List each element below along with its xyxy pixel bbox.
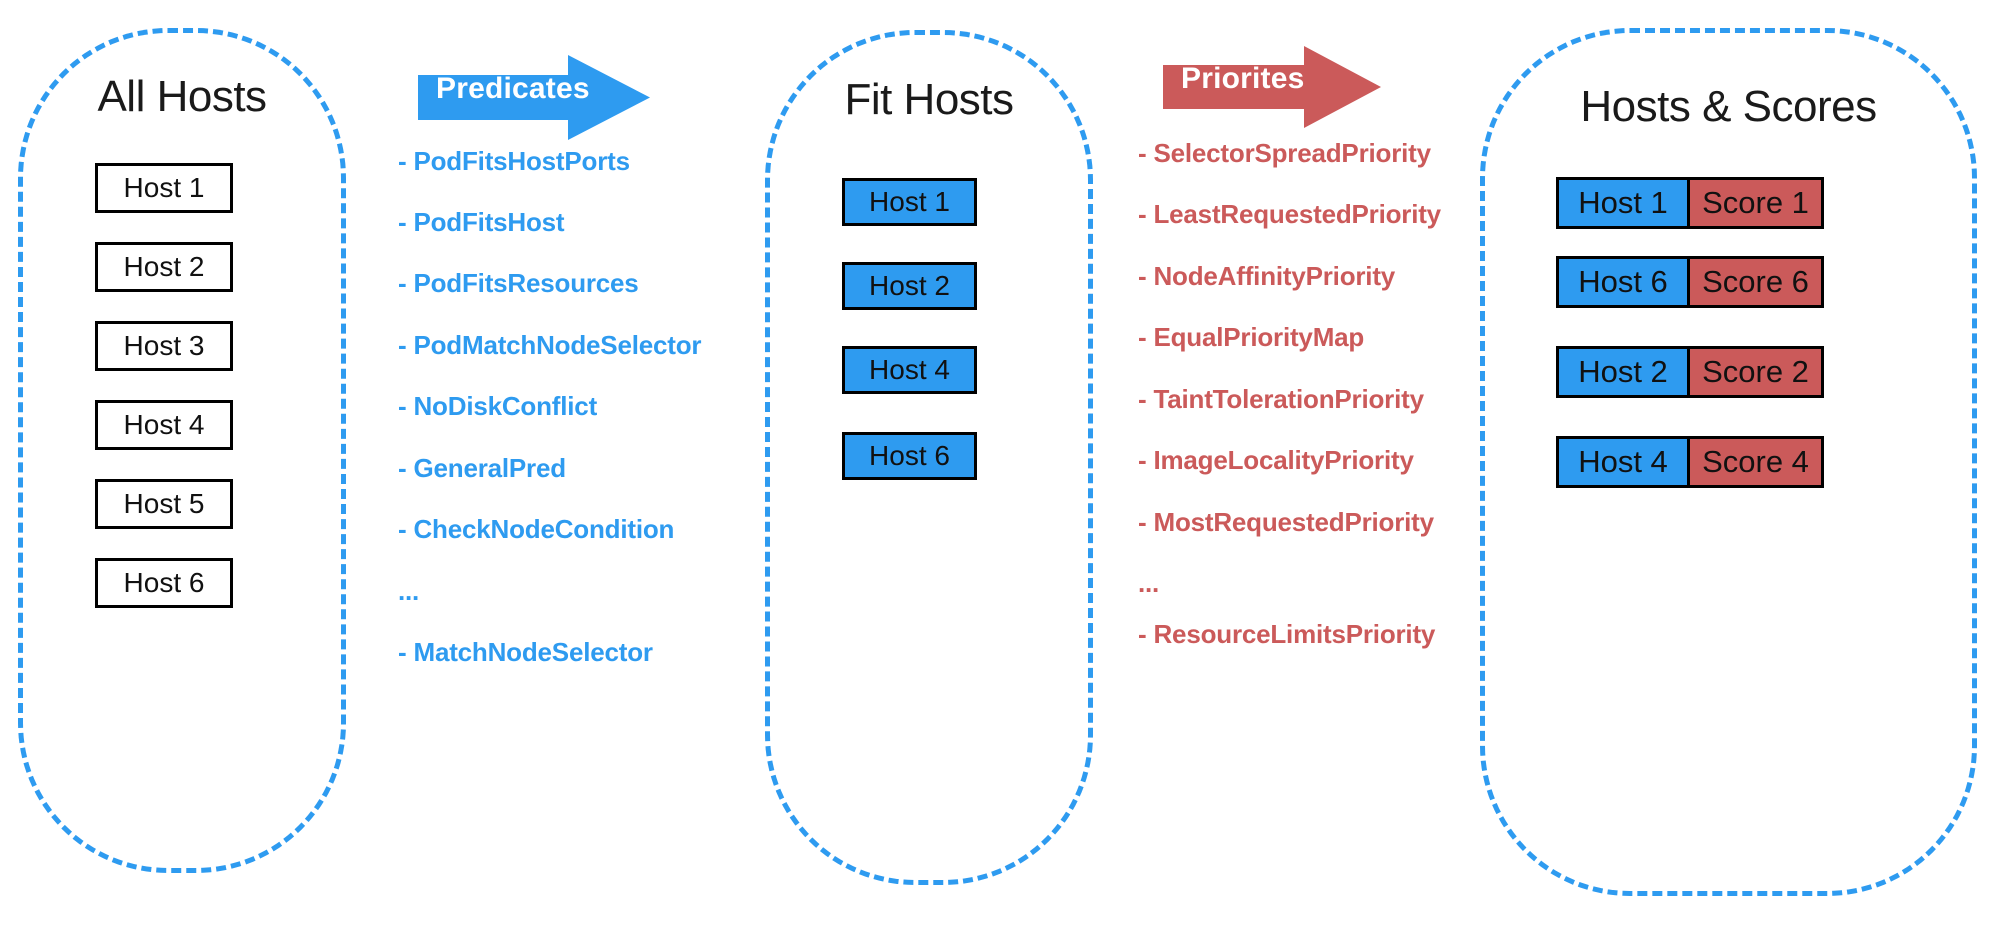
all-hosts-box: Host 4 [95,400,233,450]
all-hosts-title: All Hosts [97,72,267,121]
priority-item-ellipsis: ... [1138,568,1160,598]
predicate-item: - MatchNodeSelector [398,637,653,667]
predicate-item: - GeneralPred [398,453,566,483]
priority-item: - NodeAffinityPriority [1138,261,1396,291]
predicate-item: - CheckNodeCondition [398,514,675,544]
priorities-arrow-label: Priorites [1181,62,1305,95]
priorities-arrow-shape [1163,46,1381,128]
priority-item: - LeastRequestedPriority [1138,199,1441,229]
all-hosts-box: Host 5 [95,479,233,529]
all-hosts-box: Host 6 [95,558,233,608]
predicates-arrow-shape [418,55,650,140]
hosts-and-scores-title: Hosts & Scores [1580,82,1877,131]
all-hosts-box: Host 1 [95,163,233,213]
priority-item: - ResourceLimitsPriority [1138,619,1436,649]
host-score-row: Host 2 Score 2 [1556,346,1824,398]
score-cell: Score 4 [1690,439,1821,485]
priority-item: - EqualPriorityMap [1138,322,1365,352]
predicate-item: - PodFitsResources [398,268,639,298]
host-score-row: Host 1 Score 1 [1556,177,1824,229]
predicate-item-ellipsis: ... [398,576,420,606]
predicate-item: - PodFitsHostPorts [398,146,630,176]
priorities-arrow [1163,46,1381,128]
host-cell: Host 6 [1559,259,1690,305]
score-cell: Score 2 [1690,349,1821,395]
hosts-and-scores-container [1480,28,1977,896]
predicates-arrow-label: Predicates [436,72,590,105]
all-hosts-container [18,28,346,873]
predicate-item: - PodFitsHost [398,207,565,237]
score-cell: Score 6 [1690,259,1821,305]
fit-hosts-title: Fit Hosts [844,75,1014,124]
priorities-list: - SelectorSpreadPriority - LeastRequeste… [0,0,1441,649]
host-cell: Host 2 [1559,349,1690,395]
predicate-item: - NoDiskConflict [398,391,598,421]
host-score-row: Host 4 Score 4 [1556,436,1824,488]
host-cell: Host 1 [1559,180,1690,226]
predicates-list: - PodFitsHostPorts - PodFitsHost - PodFi… [0,0,702,667]
predicate-item: - PodMatchNodeSelector [398,330,702,360]
score-cell: Score 1 [1690,180,1821,226]
priority-item: - TaintTolerationPriority [1138,384,1424,414]
priority-item: - ImageLocalityPriority [1138,445,1414,475]
all-hosts-box: Host 3 [95,321,233,371]
host-score-row: Host 6 Score 6 [1556,256,1824,308]
priority-item: - MostRequestedPriority [1138,507,1434,537]
priority-item: - SelectorSpreadPriority [1138,138,1431,168]
fit-hosts-box: Host 4 [842,346,977,394]
host-cell: Host 4 [1559,439,1690,485]
fit-hosts-box: Host 6 [842,432,977,480]
predicates-arrow [418,55,650,140]
fit-hosts-container [765,30,1093,885]
fit-hosts-box: Host 2 [842,262,977,310]
all-hosts-box: Host 2 [95,242,233,292]
fit-hosts-box: Host 1 [842,178,977,226]
